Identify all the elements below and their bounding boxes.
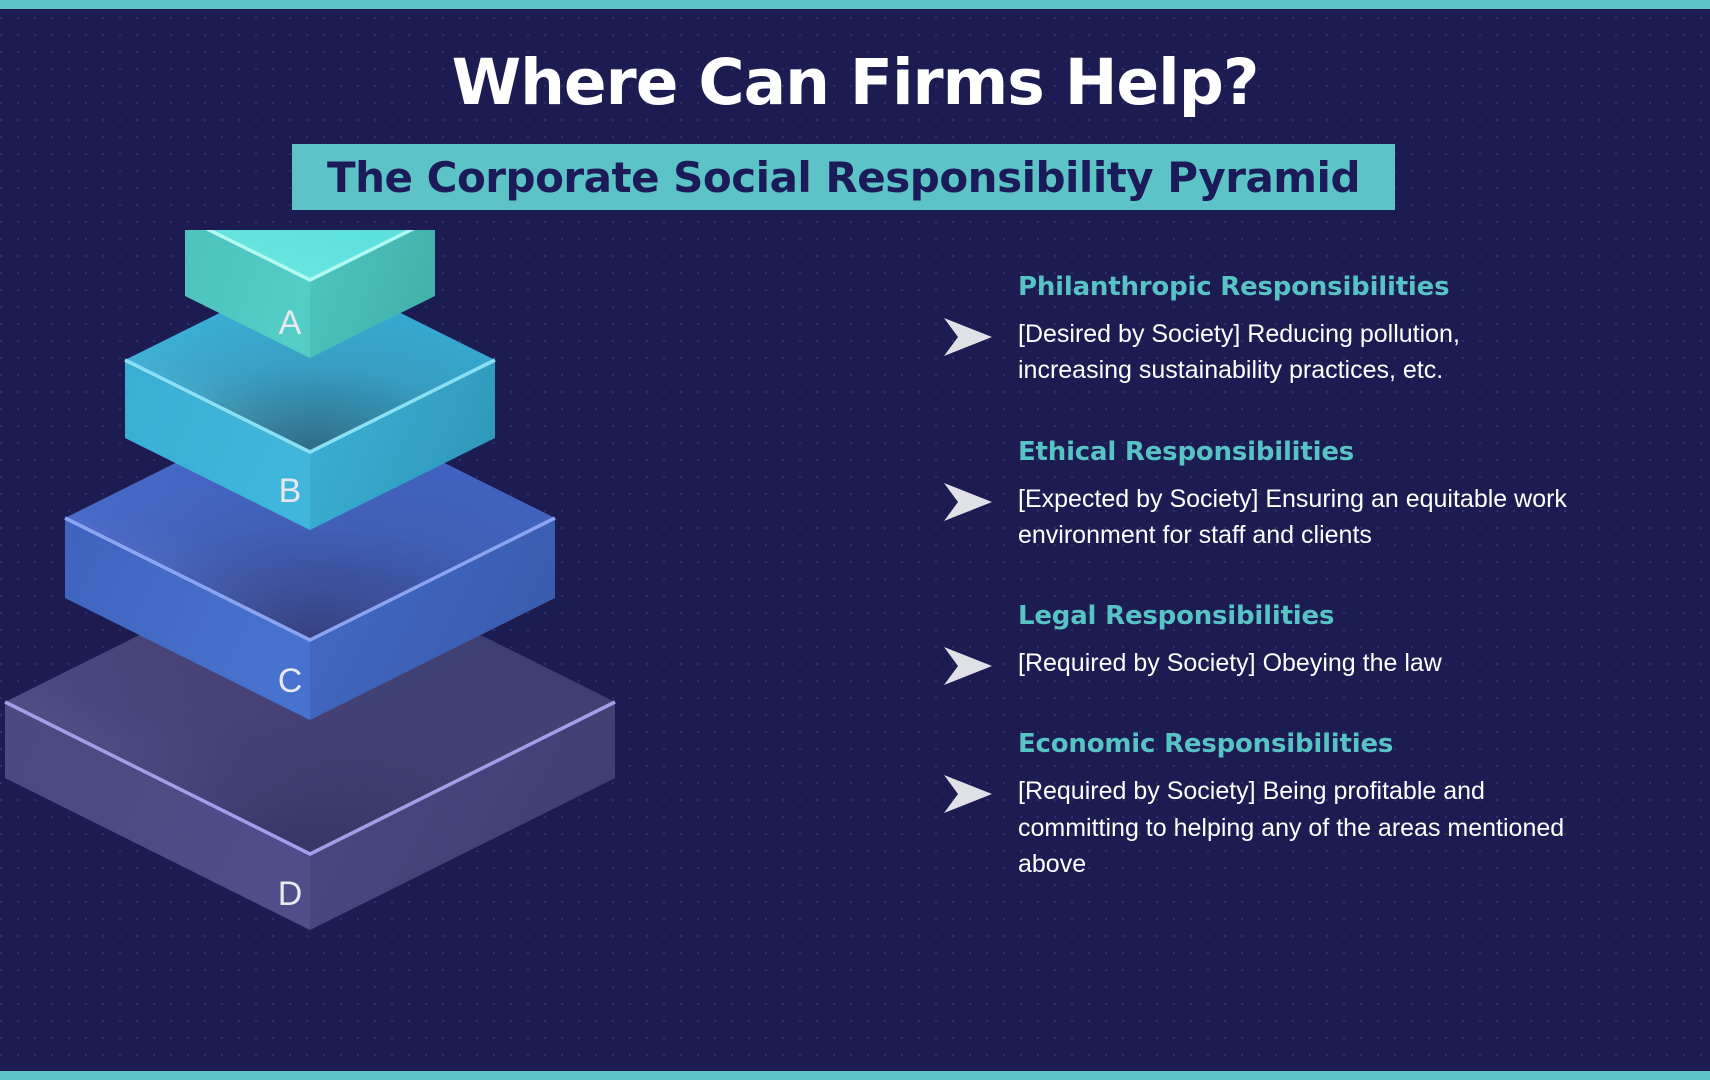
csr-pyramid-graphic: D C B bbox=[0, 230, 880, 990]
list-item-body: [Expected by Society] Ensuring an equita… bbox=[1018, 484, 1567, 549]
pyramid-tier-d-letter: D bbox=[278, 875, 303, 913]
arrow-right-icon bbox=[944, 482, 992, 521]
list-item-body: [Desired by Society] Reducing pollution,… bbox=[1018, 320, 1460, 385]
list-item-body: [Required by Society] Being profitable a… bbox=[1018, 777, 1565, 878]
subtitle-text: The Corporate Social Responsibility Pyra… bbox=[326, 152, 1361, 202]
bottom-accent-bar bbox=[0, 1071, 1710, 1080]
page-title: Where Can Firms Help? bbox=[451, 46, 1260, 119]
responsibility-list: Philanthropic Responsibilities [Desired … bbox=[930, 272, 1630, 930]
list-item-philanthropic: Philanthropic Responsibilities [Desired … bbox=[930, 272, 1630, 389]
list-item-heading: Ethical Responsibilities bbox=[1018, 436, 1355, 467]
pyramid-tier-b-letter: B bbox=[279, 472, 302, 510]
pyramid-tier-a-letter: A bbox=[279, 304, 302, 342]
subtitle-banner: The Corporate Social Responsibility Pyra… bbox=[292, 144, 1395, 210]
arrow-right-icon bbox=[944, 775, 992, 814]
list-item-legal: Legal Responsibilities [Required by Soci… bbox=[930, 601, 1630, 685]
pyramid-tier-b: B bbox=[124, 268, 496, 530]
list-item-heading: Philanthropic Responsibilities bbox=[1018, 272, 1450, 302]
arrow-right-icon bbox=[944, 647, 992, 685]
list-item-ethical: Ethical Responsibilities [Expected by So… bbox=[930, 437, 1630, 554]
list-item-heading: Legal Responsibilities bbox=[1018, 601, 1335, 631]
top-accent-bar bbox=[0, 0, 1710, 9]
arrow-right-icon bbox=[944, 318, 992, 356]
list-item-economic: Economic Responsibilities [Required by S… bbox=[930, 729, 1630, 882]
list-item-body: [Required by Society] Obeying the law bbox=[1018, 649, 1442, 677]
pyramid-tier-a: A bbox=[185, 230, 435, 358]
list-item-heading: Economic Responsibilities bbox=[1018, 729, 1394, 760]
pyramid-tier-c-letter: C bbox=[278, 662, 303, 700]
